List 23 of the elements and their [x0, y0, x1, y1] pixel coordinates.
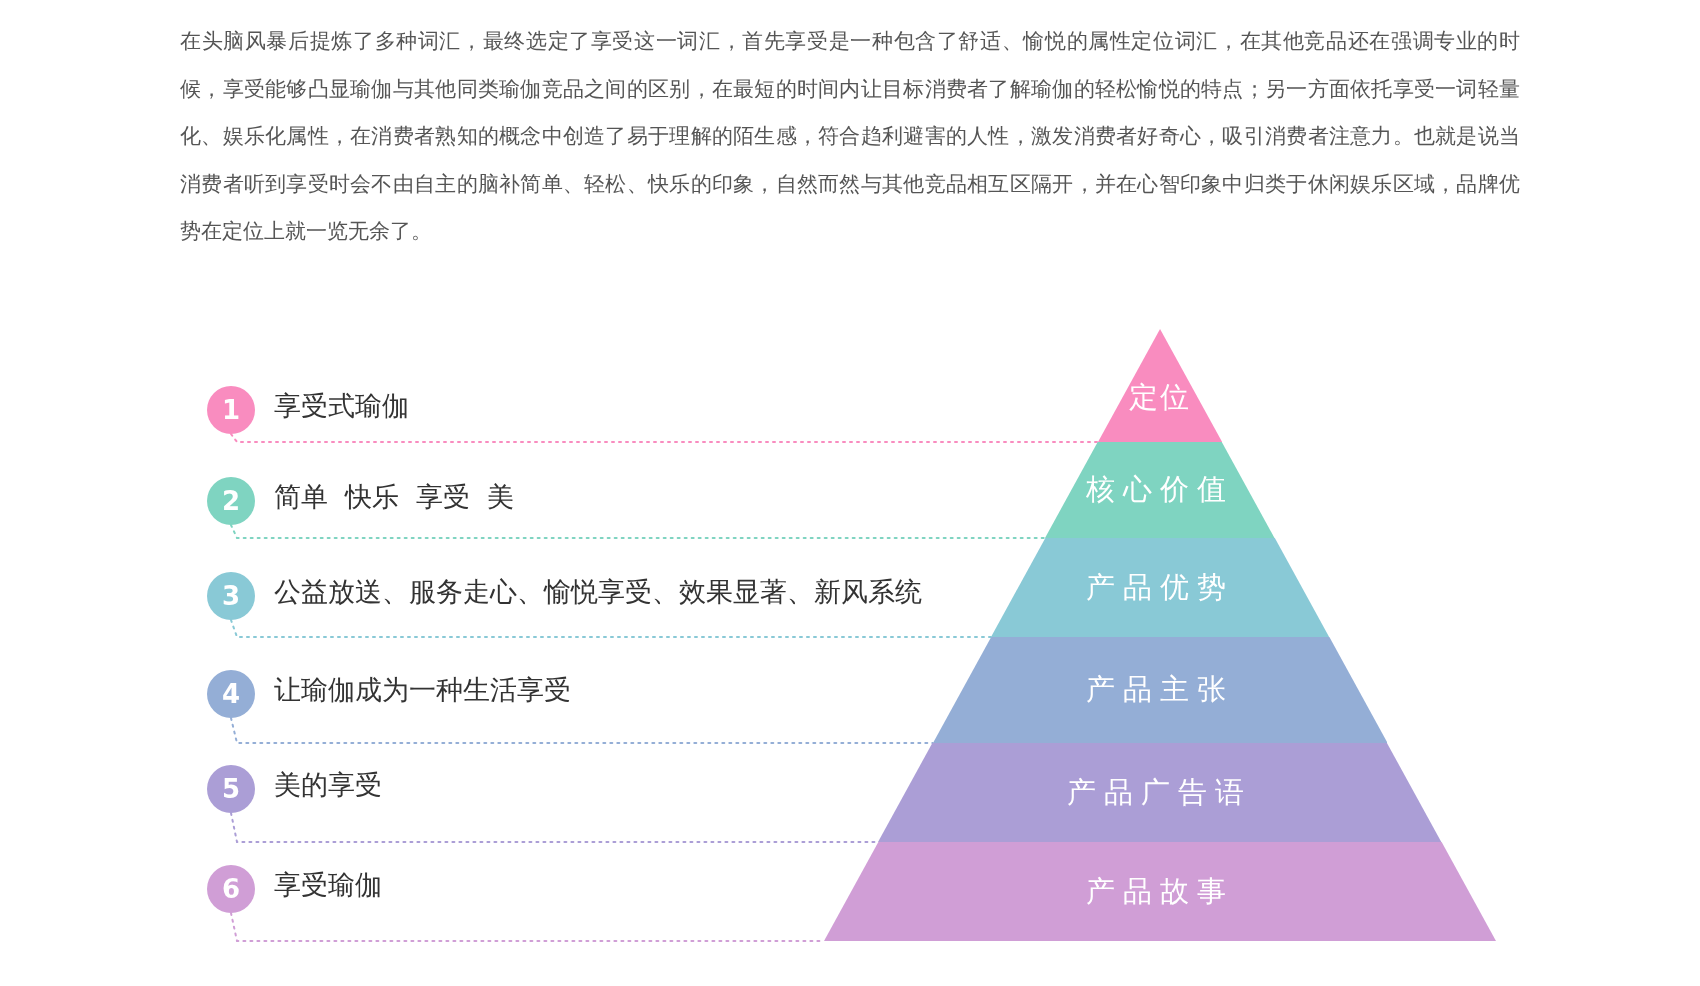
- number-badge: 2: [207, 477, 255, 525]
- layer-label: 产品主张: [1086, 671, 1234, 708]
- dotted-leader-line: [230, 717, 934, 744]
- item-text: 让瑜伽成为一种生活享受: [274, 673, 571, 707]
- number-badge: 4: [207, 670, 255, 718]
- number-badge: 5: [207, 765, 255, 813]
- number-badge: 6: [207, 865, 255, 913]
- item-text: 简单 快乐 享受 美: [274, 480, 515, 514]
- description-paragraph: 在头脑风暴后提炼了多种词汇，最终选定了享受这一词汇，首先享受是一种包含了舒适、愉悦的属性定位词汇，在其他竞品还在强调专业的时候，享受能够凸显瑜伽与其他同类瑜伽竞品之间的区别，在最短的时间内让目标消费者了解瑜伽的轻松愉悦的特点；另一方面依托享受一词轻量化、娱乐化属性，在消费者熟知的概念中创造了易于理解的陌生感，符合趋利避害的人性，激发消费者好奇心，吸引消费者注意力。也就是说当消费者听到享受时会不由自主的脑补简单、轻松、快乐的印象，自然而然与其他竞品相互区隔开，并在心智印象中归类于休闲娱乐区域，品牌优势在定位上就一览无余了。: [180, 28, 1520, 245]
- dotted-leader-line: [230, 619, 992, 638]
- number-badge: 1: [207, 386, 255, 434]
- item-text: 公益放送、服务走心、愉悦享受、效果显著、新风系统: [274, 575, 922, 609]
- dotted-leader-line: [230, 524, 1047, 539]
- item-text: 享受瑜伽: [274, 868, 382, 902]
- layer-label: 产品故事: [1086, 872, 1234, 910]
- item-text: 享受式瑜伽: [274, 389, 409, 423]
- dotted-leader-line: [230, 433, 1099, 443]
- item-text: 美的享受: [274, 768, 382, 802]
- layer-label: 核心价值: [1086, 471, 1234, 508]
- layer-label: 定位: [1129, 378, 1191, 416]
- number-badge: 3: [207, 572, 255, 620]
- layer-label: 产品优势: [1086, 568, 1234, 606]
- layer-label: 产品广告语: [1067, 773, 1253, 811]
